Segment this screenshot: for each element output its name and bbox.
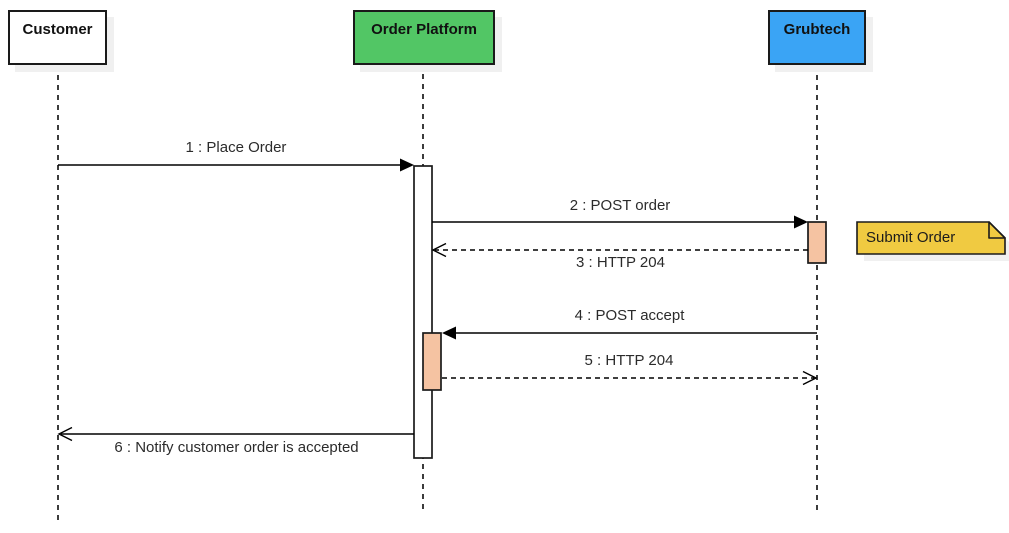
actor-box-grubtech: Grubtech bbox=[768, 10, 866, 65]
note-label: Submit Order bbox=[866, 229, 956, 246]
message-3-arrowhead-icon bbox=[431, 242, 447, 258]
message-6-label: 6 : Notify customer order is accepted bbox=[114, 439, 359, 456]
note-fold-icon bbox=[988, 221, 1006, 239]
message-6-arrowhead-icon bbox=[57, 426, 73, 442]
activation-bar-grubtech bbox=[807, 221, 827, 264]
actor-label-grubtech: Grubtech bbox=[783, 21, 851, 38]
message-5-label: 5 : HTTP 204 bbox=[584, 352, 674, 369]
message-1-arrowhead-icon bbox=[400, 158, 414, 172]
actor-label-order-platform: Order Platform bbox=[371, 21, 477, 38]
message-3-label: 3 : HTTP 204 bbox=[576, 254, 665, 271]
message-4-arrowhead-icon bbox=[442, 326, 456, 340]
actor-label-customer: Customer bbox=[22, 21, 93, 38]
message-1-label: 1 : Place Order bbox=[185, 139, 287, 156]
message-2-label: 2 : POST order bbox=[569, 197, 671, 214]
activation-bar-order-platform bbox=[413, 165, 433, 459]
message-4-label: 4 : POST accept bbox=[574, 307, 685, 324]
actor-box-customer: Customer bbox=[8, 10, 107, 65]
message-2-arrowhead-icon bbox=[794, 215, 808, 229]
activation-bar-order-platform-nested bbox=[422, 332, 442, 391]
message-5-arrowhead-icon bbox=[802, 370, 818, 386]
actor-box-order-platform: Order Platform bbox=[353, 10, 495, 65]
note-shape bbox=[856, 221, 1006, 255]
